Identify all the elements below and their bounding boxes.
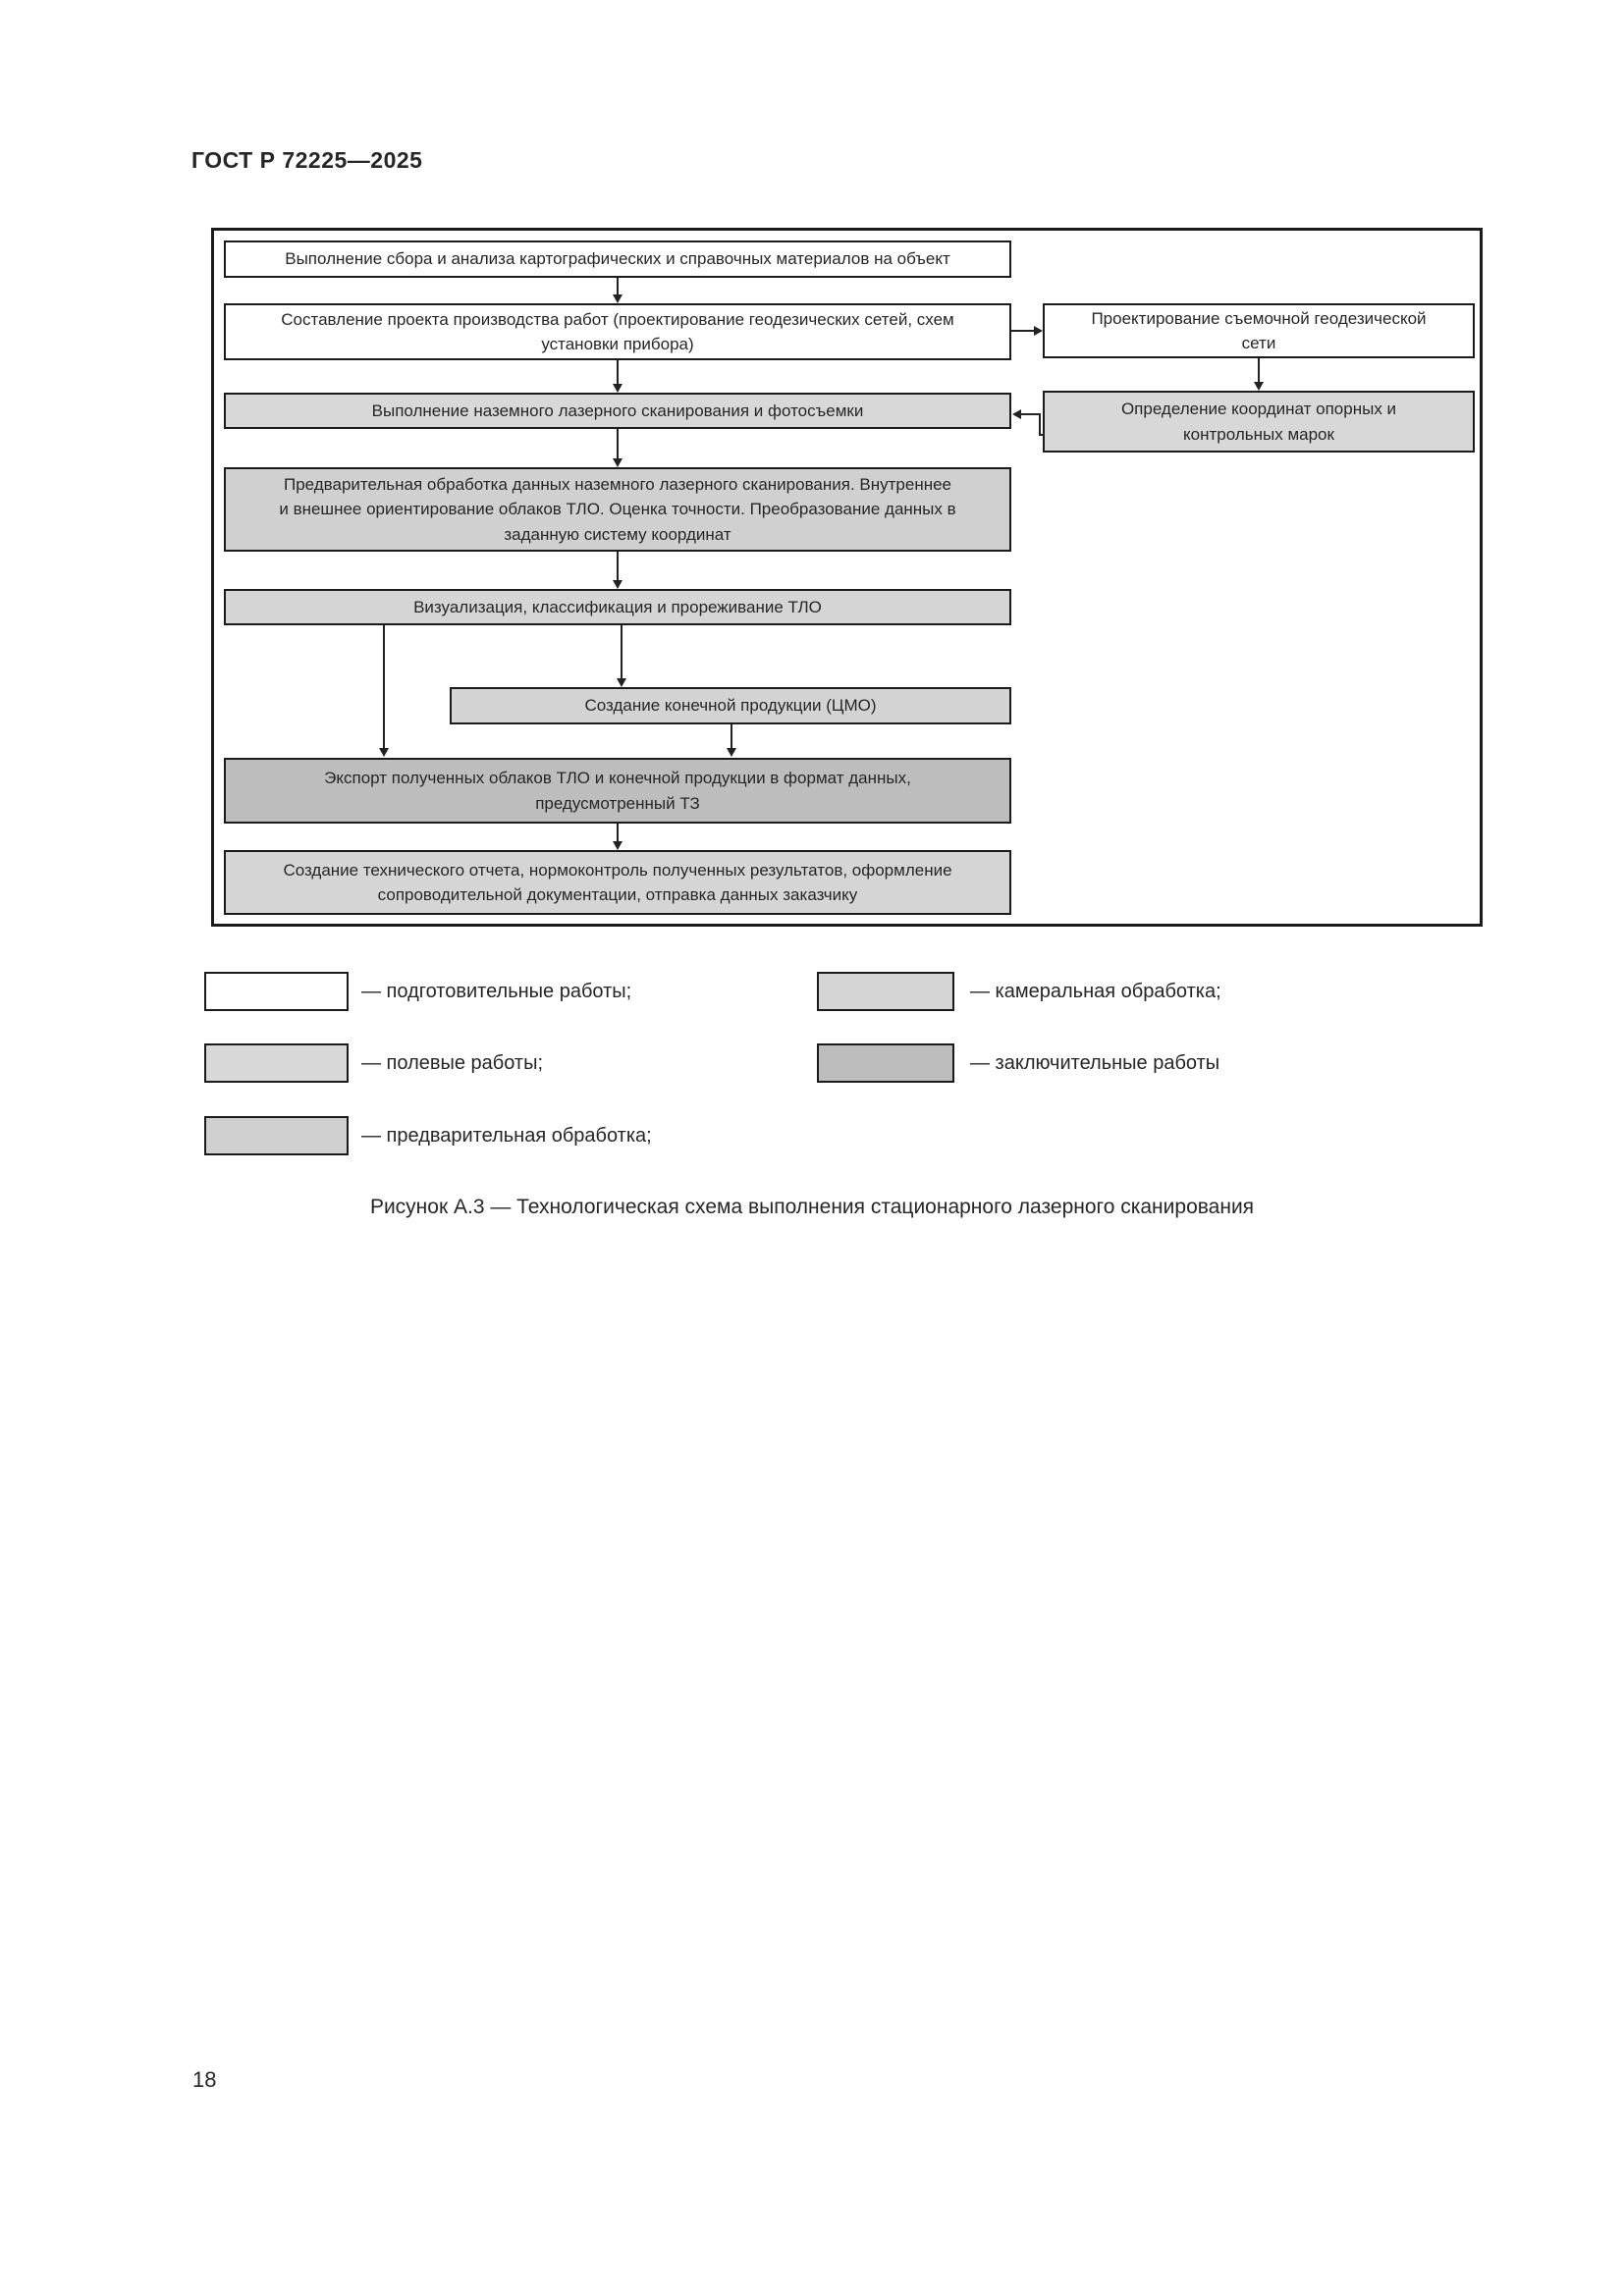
arrowhead-down-icon [613, 841, 623, 850]
flow-box-marks-coordinates: Определение координат опорных и контроль… [1043, 391, 1475, 453]
flow-box-preprocessing: Предварительная обработка данных наземно… [224, 467, 1011, 552]
figure-caption: Рисунок А.3 — Технологическая схема выпо… [369, 1196, 1255, 1218]
arrowhead-down-icon [613, 384, 623, 393]
legend-label-office: — камеральная обработка; [970, 981, 1221, 1002]
page-number: 18 [192, 2067, 217, 2092]
legend-swatch-preparatory [204, 972, 349, 1011]
legend-label-preprocessing: — предварительная обработка; [361, 1125, 652, 1147]
arrow-collect-to-design [617, 278, 619, 294]
arrow-product-to-export [731, 724, 732, 748]
arrow-export-to-report [617, 824, 619, 841]
legend-label-final: — заключительные работы [970, 1052, 1220, 1074]
arrow-preprocessing-to-visualization [617, 552, 619, 580]
flow-box-final-product: Создание конечной продукции (ЦМО) [450, 687, 1011, 724]
arrow-visualization-to-product [621, 625, 623, 678]
legend-label-field: — полевые работы; [361, 1052, 544, 1074]
flow-box-export: Экспорт полученных облаков ТЛО и конечно… [224, 758, 1011, 824]
arrowhead-down-icon [379, 748, 389, 757]
legend-label-preparatory: — подготовительные работы; [361, 981, 632, 1002]
arrow-marks-to-scanning-v [1039, 413, 1041, 436]
arrowhead-down-icon [613, 458, 623, 467]
document-header: ГОСТ Р 72225—2025 [191, 147, 423, 173]
flow-box-scanning: Выполнение наземного лазерного сканирова… [224, 393, 1011, 429]
flow-box-collect: Выполнение сбора и анализа картографичес… [224, 240, 1011, 278]
arrow-visualization-to-export [383, 625, 385, 748]
legend-swatch-field [204, 1043, 349, 1083]
arrow-marks-to-scanning-h [1020, 413, 1041, 415]
legend-swatch-office [817, 972, 954, 1011]
arrowhead-down-icon [1254, 382, 1264, 391]
flow-box-design-project: Составление проекта производства работ (… [224, 303, 1011, 360]
flow-box-report: Создание технического отчета, нормоконтр… [224, 850, 1011, 915]
arrow-design-to-scanning [617, 360, 619, 384]
arrow-scanning-to-preprocessing [617, 429, 619, 458]
flow-box-visualization: Визуализация, классификация и прореживан… [224, 589, 1011, 625]
legend-swatch-preprocessing [204, 1116, 349, 1155]
arrowhead-down-icon [617, 678, 626, 687]
arrow-marks-to-scanning-h2 [1039, 434, 1045, 436]
arrowhead-down-icon [613, 580, 623, 589]
arrow-design-to-network [1011, 330, 1034, 332]
legend-swatch-final [817, 1043, 954, 1083]
arrowhead-left-icon [1012, 409, 1021, 419]
arrow-network-to-marks [1258, 358, 1260, 382]
arrowhead-right-icon [1034, 326, 1043, 336]
arrowhead-down-icon [613, 294, 623, 303]
flowchart-frame [211, 228, 1483, 927]
arrowhead-down-icon [727, 748, 736, 757]
flow-box-survey-network-design: Проектирование съемочной геодезической с… [1043, 303, 1475, 358]
